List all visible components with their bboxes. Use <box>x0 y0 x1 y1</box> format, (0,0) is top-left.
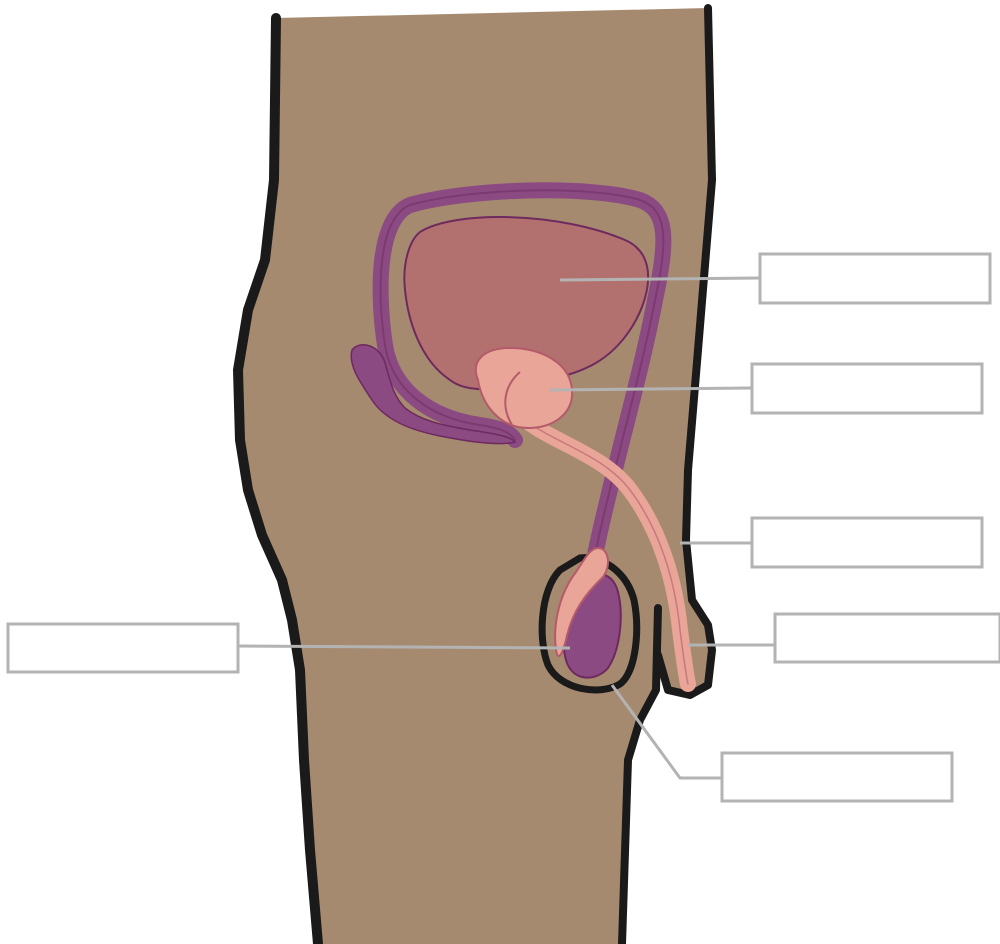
leader-line-bladder <box>560 278 760 280</box>
label-box-urethra <box>775 614 1000 662</box>
label-box-scrotum <box>722 753 952 801</box>
leader-line-testis <box>238 646 570 648</box>
label-box-penis <box>752 518 982 567</box>
leader-line-prostate <box>550 388 752 390</box>
label-box-bladder <box>760 254 990 303</box>
label-box-prostate <box>752 364 982 413</box>
label-box-testis <box>8 624 238 672</box>
